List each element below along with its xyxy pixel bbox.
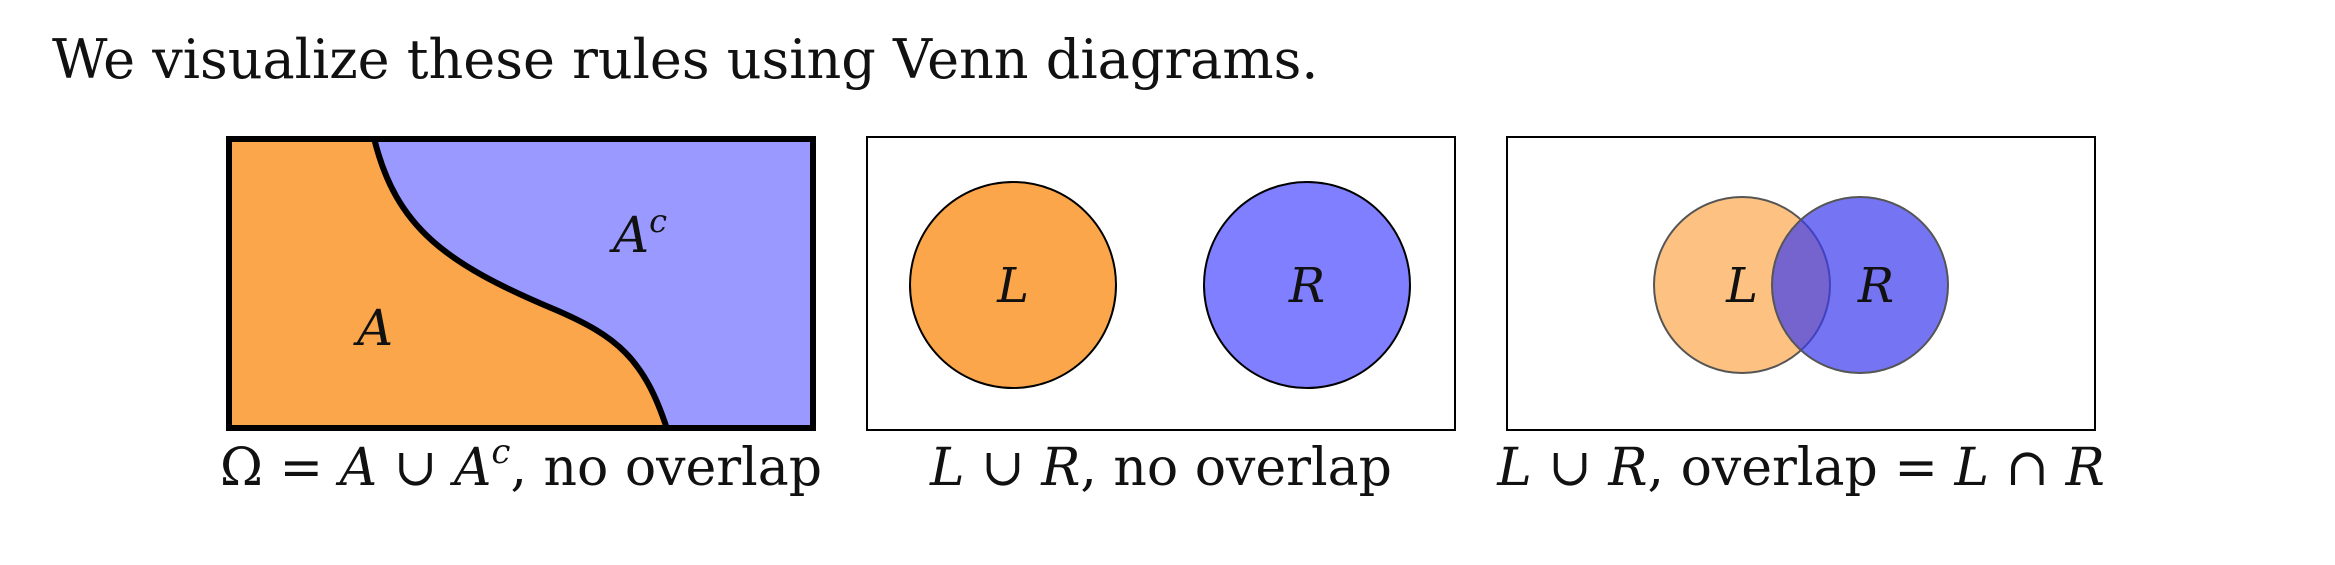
- caption-text: , no overlap: [510, 438, 823, 498]
- sample-space-border: [226, 136, 816, 431]
- overlapping-union-caption: L ∪ R, overlap = L ∩ R: [1421, 436, 2181, 500]
- disjoint-union-svg: L R: [866, 136, 1456, 431]
- region-a-complement-label: Ac: [609, 202, 667, 264]
- union-symbol: ∪: [377, 438, 454, 498]
- caption-l: L: [1497, 438, 1532, 498]
- set-l-circle: [909, 181, 1117, 389]
- caption-a-complement: A: [453, 438, 492, 498]
- set-r-circle: [1203, 181, 1411, 389]
- caption-complement-superscript: c: [491, 432, 511, 472]
- caption-r: R: [1608, 438, 1648, 498]
- omega-symbol: Ω: [219, 438, 264, 498]
- set-r-label: R: [1857, 258, 1894, 314]
- boundary-curve: [371, 137, 670, 430]
- disjoint-union-caption: L ∪ R, no overlap: [781, 436, 1541, 500]
- caption-l: L: [930, 438, 965, 498]
- complement-diagram-svg: A Ac: [226, 136, 816, 431]
- caption-l-intersection: L: [1954, 438, 1989, 498]
- caption-r: R: [1041, 438, 1081, 498]
- complement-caption: Ω = A ∪ Ac, no overlap: [141, 435, 901, 500]
- caption-text: , overlap =: [1647, 438, 1955, 498]
- intersection-symbol: ∩: [1988, 438, 2066, 498]
- equals-sign: =: [263, 438, 340, 498]
- caption-text: , no overlap: [1080, 438, 1392, 498]
- caption-r-intersection: R: [2065, 438, 2105, 498]
- complement-diagram: A Ac: [226, 136, 816, 431]
- overlapping-union-diagram: L R: [1506, 136, 2096, 431]
- set-r-circle: [1771, 196, 1949, 374]
- overlapping-union-svg: L R: [1506, 136, 2096, 431]
- union-symbol: ∪: [1531, 438, 1609, 498]
- union-symbol: ∪: [964, 438, 1042, 498]
- set-r-label: R: [1288, 258, 1325, 314]
- set-l-label: L: [996, 258, 1029, 314]
- region-a-label: A: [353, 299, 393, 357]
- region-a-complement-superscript: c: [649, 202, 667, 240]
- intro-sentence: We visualize these rules using Venn diag…: [52, 28, 1319, 91]
- disjoint-union-diagram: L R: [866, 136, 1456, 431]
- region-a-complement-letter: A: [609, 206, 649, 264]
- region-a: [228, 138, 667, 429]
- set-l-label: L: [1725, 258, 1758, 314]
- caption-a: A: [339, 438, 378, 498]
